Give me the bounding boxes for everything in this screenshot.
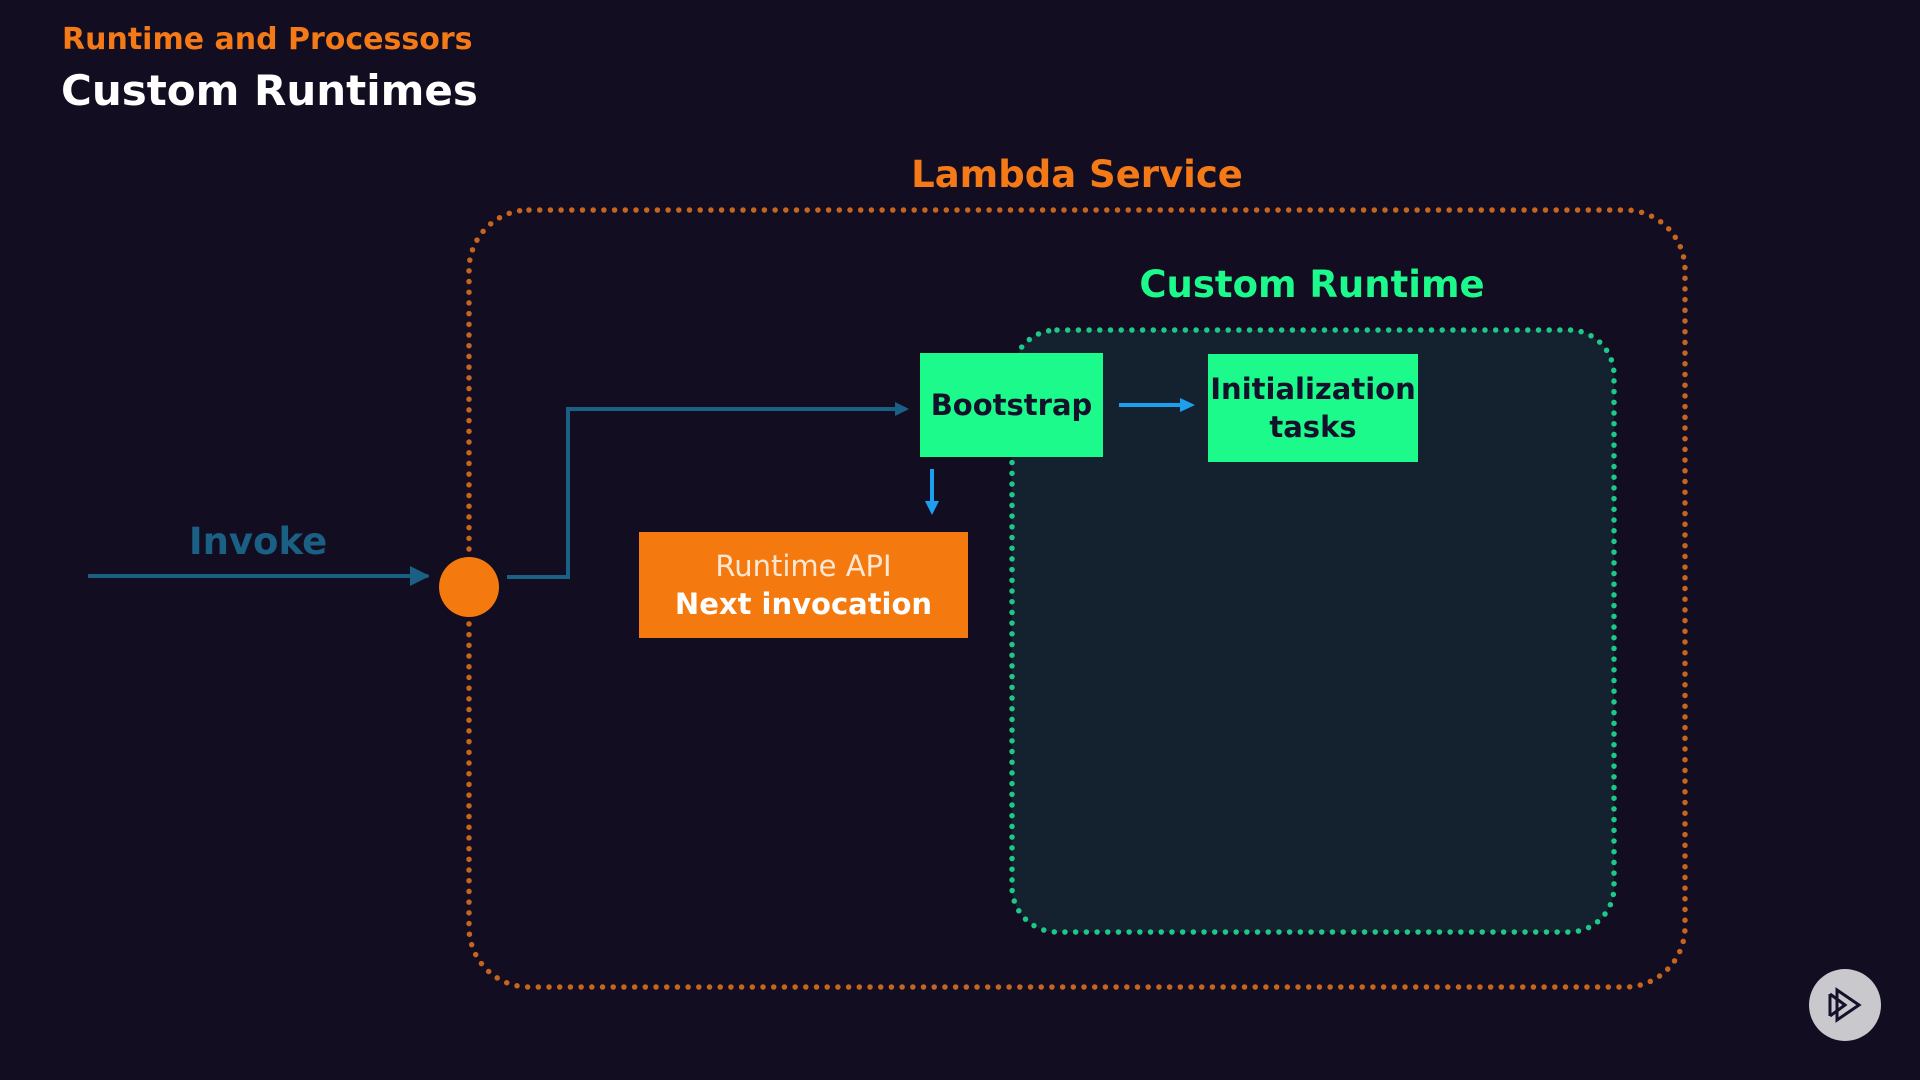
initialization-label-line1: Initialization [1210, 372, 1416, 406]
play-logo-icon [1809, 969, 1881, 1041]
lambda-service-label: Lambda Service [911, 153, 1243, 196]
bootstrap-node: Bootstrap [920, 353, 1103, 457]
custom-runtime-boundary [1009, 327, 1617, 935]
initialization-tasks-node: Initialization tasks [1208, 354, 1418, 462]
connector-arrowhead [895, 402, 909, 416]
entry-point-node [439, 557, 499, 617]
play-logo-glyph [1828, 987, 1862, 1023]
bootstrap-to-api-arrowhead [925, 501, 939, 515]
bootstrap-to-init-arrowhead [1180, 398, 1195, 412]
page-title: Custom Runtimes [61, 66, 478, 115]
custom-runtime-label: Custom Runtime [1139, 263, 1485, 306]
runtime-api-node: Runtime API Next invocation [639, 532, 968, 638]
next-invocation-label: Next invocation [674, 587, 933, 621]
lambda-service-boundary [466, 207, 1688, 990]
connector-to-bootstrap-arrow [507, 407, 906, 579]
initialization-label-line2: tasks [1269, 410, 1357, 444]
bootstrap-label: Bootstrap [930, 388, 1093, 422]
section-title: Runtime and Processors [62, 22, 473, 57]
invoke-label: Invoke [188, 520, 328, 563]
runtime-api-label: Runtime API [715, 549, 892, 583]
